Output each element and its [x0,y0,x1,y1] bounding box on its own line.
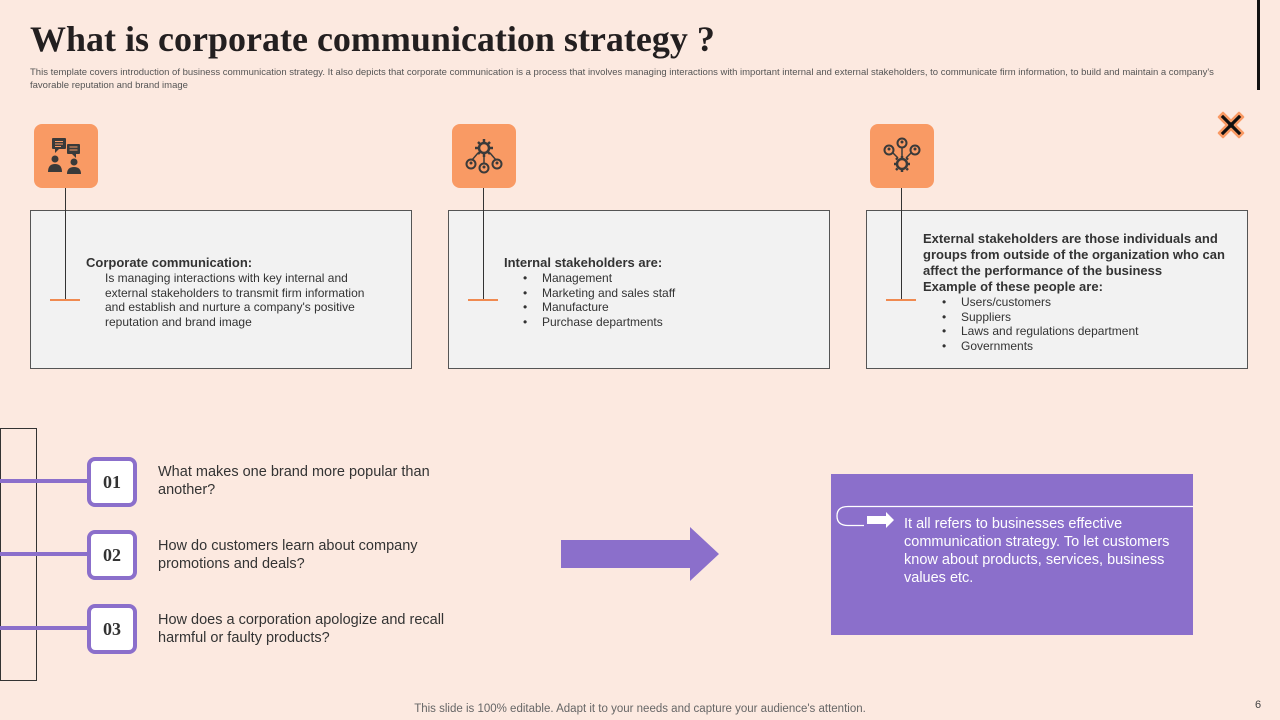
question-1-text: What makes one brand more popular than a… [158,464,430,498]
card-connector [483,188,484,300]
list-item: Suppliers [942,310,1235,325]
card-2-content: Internal stakeholders are: Management Ma… [504,255,804,329]
people-network-gear-icon [870,124,934,188]
list-item: Users/customers [942,295,1235,310]
card-tick [886,299,916,301]
footer-note: This slide is 100% editable. Adapt it to… [414,703,866,715]
gear-network-icon [452,124,516,188]
card-tick [468,299,498,301]
card-2-list: Management Marketing and sales staff Man… [504,271,804,329]
card-tick [50,299,80,301]
question-3-text: How does a corporation apologize and rec… [158,612,445,646]
question-number-2: 02 [87,530,137,580]
list-item: Laws and regulations department [942,324,1235,339]
card-1-heading: Corporate communication: [86,255,253,270]
card-3-list: Users/customers Suppliers Laws and regul… [923,295,1235,353]
answer-callout-line [836,505,1194,534]
question-connector [0,479,88,483]
question-number-1: 01 [87,457,137,507]
card-1-body: Is managing interactions with key intern… [105,271,365,329]
list-item: Marketing and sales staff [523,286,804,301]
page-number: 6 [1255,699,1262,711]
slide-subtitle: This template covers introduction of bus… [30,67,1214,91]
card-connector [65,188,66,300]
top-right-divider [1257,0,1260,90]
card-2-heading: Internal stakeholders are: [504,255,663,270]
slide-title: What is corporate communication strategy… [30,19,715,59]
card-3-subheading: Example of these people are: [923,279,1103,294]
question-connector [0,552,88,556]
list-item: Management [523,271,804,286]
list-item: Purchase departments [523,315,804,330]
people-chat-icon [34,124,98,188]
arrow-right-icon [560,526,720,587]
list-item: Governments [942,339,1235,354]
card-3-content: External stakeholders are those individu… [923,231,1235,353]
question-number-3: 03 [87,604,137,654]
card-1-content: Corporate communication: Is managing int… [86,255,386,329]
close-icon[interactable] [1214,108,1248,142]
card-3-heading: External stakeholders are those individu… [923,231,1225,278]
answer-box [831,474,1193,635]
question-connector [0,626,88,630]
list-item: Manufacture [523,300,804,315]
question-2-text: How do customers learn about company pro… [158,538,418,572]
answer-text: It all refers to businesses effective co… [904,516,1170,586]
card-corporate-communication [30,210,412,369]
card-connector [901,188,902,300]
